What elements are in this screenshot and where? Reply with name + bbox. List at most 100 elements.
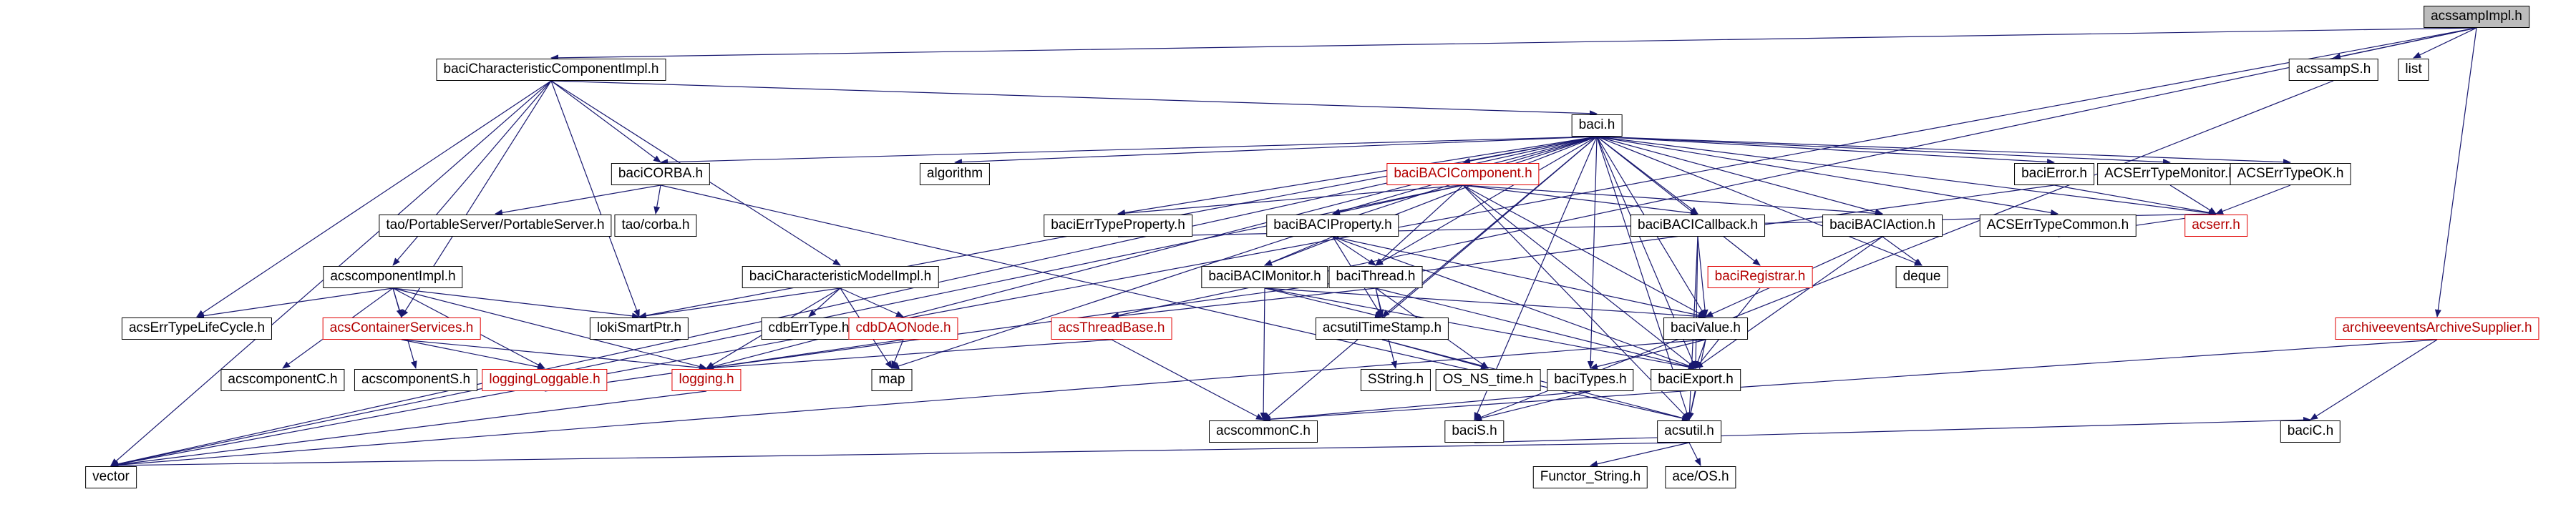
node-acscomponentc-h[interactable]: acscomponentC.h [220, 369, 345, 391]
node-tao-portableserver-portableserver-h: tao/PortableServer/PortableServer.h [379, 215, 612, 237]
node-logging-h[interactable]: logging.h [671, 369, 742, 391]
node-bacithread-h[interactable]: baciThread.h [1328, 266, 1423, 288]
edge-cdbDAONode.h-to-map [891, 339, 904, 369]
edge-baci.h-to-baciBACIAction.h [1596, 136, 1883, 215]
edge-baciValue.h-to-baciTypes.h [1590, 339, 1706, 370]
edge-baciBACIMonitor.h-to-acscommonC.h [1260, 287, 1267, 420]
edge-baci.h-to-baciBACIMonitor.h [1264, 136, 1598, 266]
node-cdberrtype-h[interactable]: cdbErrType.h [761, 318, 857, 340]
edge-baciThread.h-to-acsThreadBase.h [1111, 287, 1376, 320]
node-acscontainerservices-h[interactable]: acsContainerServices.h [322, 318, 481, 340]
edge-baciBACIComponent.h-to-baciErrTypeProperty.h [1117, 184, 1464, 217]
node-bacivalue-h[interactable]: baciValue.h [1663, 318, 1748, 340]
node-bacicharacteristiccomponentimpl-h[interactable]: baciCharacteristicComponentImpl.h [436, 59, 666, 81]
node-baciregistrar-h[interactable]: baciRegistrar.h [1707, 266, 1813, 288]
node-bacicharacteristicmodelimpl-h[interactable]: baciCharacteristicModelImpl.h [742, 266, 939, 288]
edge-acsContainerServices.h-to-loggingLoggable.h [401, 339, 545, 370]
edge-acssampImpl.h-to-archiveeventsArchiveSupplier.h [2434, 27, 2477, 318]
edge-baciBACIComponent.h-to-baciThread.h [1375, 184, 1464, 266]
node-functor-string-h: Functor_String.h [1532, 466, 1648, 488]
edge-baciTypes.h-to-acscommonC.h [1263, 390, 1591, 423]
node-cdbdaonode-h[interactable]: cdbDAONode.h [848, 318, 958, 340]
edge-baciThread.h-to-acsutilTimeStamp.h [1375, 287, 1384, 318]
node-bacibaciproperty-h[interactable]: baciBACIProperty.h [1266, 215, 1399, 237]
edge-baciBACIProperty.h-to-baciBACIMonitor.h [1264, 236, 1333, 266]
edge-baciCharacteristicComponentImpl.h-to-baciCORBA.h [550, 80, 661, 163]
node-bacierrtypeproperty-h[interactable]: baciErrTypeProperty.h [1044, 215, 1192, 237]
edge-baci.h-to-baciTypes.h [1587, 136, 1598, 369]
edge-baciBACIProperty.h-to-baciValue.h [1332, 236, 1706, 319]
edge-baciBACIMonitor.h-to-baciExport.h [1264, 287, 1696, 370]
node-acscommonc-h[interactable]: acscommonC.h [1209, 420, 1318, 443]
edge-baciBACICallback.h-to-baciValue.h [1697, 236, 1709, 318]
edge-ACSErrTypeOK.h-to-acserr.h [2215, 184, 2291, 215]
edge-baciCharacteristicComponentImpl.h-to-acscomponentImpl.h [392, 80, 552, 266]
node-bacicorba-h[interactable]: baciCORBA.h [611, 163, 711, 185]
node-lokismartptr-h[interactable]: lokiSmartPtr.h [589, 318, 689, 340]
edge-acsutil.h-to-ace/OS.h [1688, 442, 1701, 466]
node-bacibacimonitor-h[interactable]: baciBACIMonitor.h [1201, 266, 1328, 288]
node-baci-h[interactable]: baci.h [1571, 114, 1623, 137]
edge-ACSErrTypeMonitor.h-to-acserr.h [2169, 184, 2217, 215]
node-deque: deque [1895, 266, 1948, 288]
node-acserr-h[interactable]: acserr.h [2184, 215, 2247, 237]
edge-acsutil.h-to-Functor_String.h [1590, 442, 1690, 468]
edge-baci.h-to-acserr.h [1596, 136, 2217, 217]
edge-acscomponentImpl.h-to-acsErrTypeLifeCycle.h [196, 287, 394, 320]
edge-baciCORBA.h-to-tao/PortableServer/PortableServer.h [495, 184, 661, 216]
edge-acsThreadBase.h-to-logging.h [706, 339, 1112, 371]
edge-acscomponentImpl.h-to-acsContainerServices.h [392, 287, 403, 318]
edge-baci.h-to-ACSErrTypeMonitor.h [1596, 136, 2171, 166]
node-bacierror-h[interactable]: baciError.h [2014, 163, 2094, 185]
edge-baci.h-to-algorithm [954, 136, 1598, 166]
edge-baciTypes.h-to-baciS.h [1474, 390, 1591, 421]
node-bacibacicallback-h[interactable]: baciBACICallback.h [1630, 215, 1765, 237]
edge-baciValue.h-to-vector [110, 339, 1706, 468]
node-loggingloggable-h[interactable]: loggingLoggable.h [482, 369, 608, 391]
edge-baciCORBA.h-to-tao/corba.h [653, 184, 661, 215]
node-acserrtypecommon-h[interactable]: ACSErrTypeCommon.h [1979, 215, 2137, 237]
node-archiveeventsarchivesupplier-h[interactable]: archiveeventsArchiveSupplier.h [2335, 318, 2539, 340]
edge-acsContainerServices.h-to-logging.h [401, 339, 707, 371]
edge-baci.h-to-baciErrTypeProperty.h [1117, 136, 1598, 216]
edge-baciBACIAction.h-to-baciExport.h [1695, 236, 1883, 369]
edge-baciCharacteristicComponentImpl.h-to-lokiSmartPtr.h [550, 80, 640, 318]
edge-baci.h-to-baciThread.h [1375, 136, 1598, 266]
node-bacibacicomponent-h[interactable]: baciBACIComponent.h [1386, 163, 1540, 185]
edge-baciThread.h-to-baciExport.h [1375, 287, 1696, 370]
edge-baciBACIProperty.h-to-baciExport.h [1332, 236, 1696, 369]
edge-acsutil.h-to-vector [110, 442, 1690, 469]
node-bacibaciaction-h[interactable]: baciBACIAction.h [1822, 215, 1943, 237]
node-tao-corba-h: tao/corba.h [614, 215, 697, 237]
node-acsutil-h[interactable]: acsutil.h [1657, 420, 1721, 443]
node-acsthreadbase-h[interactable]: acsThreadBase.h [1051, 318, 1172, 340]
edge-baciCharacteristicModelImpl.h-to-cdbDAONode.h [840, 287, 904, 318]
edge-acssampS.h-to-baciS.h [1474, 80, 2334, 420]
node-acssamps-h[interactable]: acssampS.h [2288, 59, 2378, 81]
node-acssampimpl-h: acssampImpl.h [2424, 6, 2529, 28]
node-baciexport-h[interactable]: baciExport.h [1651, 369, 1741, 391]
node-acscomponentimpl-h[interactable]: acscomponentImpl.h [323, 266, 463, 288]
node-acserrtypelifecycle-h[interactable]: acsErrTypeLifeCycle.h [121, 318, 273, 340]
edge-baci.h-to-ACSErrTypeCommon.h [1596, 136, 2059, 216]
node-sstring-h: SString.h [1360, 369, 1432, 391]
edge-baciBACIComponent.h-to-baciValue.h [1462, 184, 1706, 318]
node-vector: vector [85, 466, 137, 488]
node-acserrtypemonitor-h[interactable]: ACSErrTypeMonitor.h [2097, 163, 2243, 185]
edge-baciCharacteristicComponentImpl.h-to-baci.h [550, 80, 1598, 117]
node-acscomponents-h[interactable]: acscomponentS.h [354, 369, 478, 391]
edge-baciCharacteristicModelImpl.h-to-cdbErrType.h [808, 287, 841, 318]
edge-baci.h-to-baciError.h [1596, 136, 2055, 165]
node-bacic-h[interactable]: baciC.h [2280, 420, 2341, 443]
node-bacitypes-h[interactable]: baciTypes.h [1547, 369, 1634, 391]
edge-baci.h-to-vector [110, 136, 1598, 468]
edge-acscomponentImpl.h-to-logging.h [392, 287, 707, 370]
edge-baciBACIMonitor.h-to-acsutilTimeStamp.h [1264, 287, 1383, 319]
edge-baciExport.h-to-acsutil.h [1687, 390, 1696, 420]
edge-baciS.h-to-baciC.h [1474, 416, 2311, 443]
edge-baciBACIMonitor.h-to-baciValue.h [1264, 287, 1706, 320]
node-acsutiltimestamp-h[interactable]: acsutilTimeStamp.h [1315, 318, 1449, 340]
edge-baciBACIComponent.h-to-baciExport.h [1462, 184, 1696, 369]
node-acserrtypeok-h[interactable]: ACSErrTypeOK.h [2230, 163, 2351, 185]
node-bacis-h[interactable]: baciS.h [1444, 420, 1505, 443]
